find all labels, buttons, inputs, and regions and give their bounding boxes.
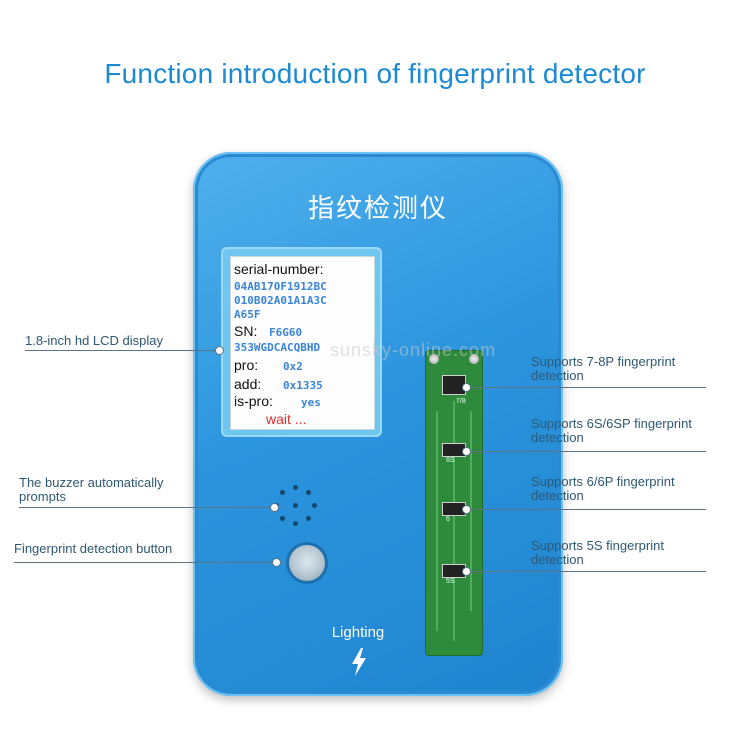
lcd-serial-line: 04AB170F1912BC <box>234 280 327 293</box>
lcd-sn-value: 353WGDCACQBHD <box>234 341 321 354</box>
lcd-sn-value: F6G60 <box>269 326 303 339</box>
lcd-sn-label: SN: <box>234 323 258 339</box>
callout-buzzer: The buzzer automatically prompts <box>19 475 164 504</box>
lighting-label: Lighting <box>331 624 385 641</box>
lcd-display: serial-number: 04AB170F1912BC 010B02A01A… <box>230 256 375 430</box>
callout-6s: Supports 6S/6SP fingerprint detection <box>531 416 692 445</box>
watermark: sunsky-online.com <box>330 340 497 360</box>
pcb-label: 6S <box>446 457 455 464</box>
callout-6: Supports 6/6P fingerprint detection <box>531 474 675 503</box>
lcd-add-value: 0x1335 <box>283 379 323 392</box>
fingerprint-button-icon[interactable] <box>289 545 325 581</box>
lcd-serial-label: serial-number: <box>234 261 324 277</box>
lcd-wait-text: wait ... <box>266 411 307 427</box>
lcd-ispro-label: is-pro: <box>234 393 273 409</box>
screw-icon <box>469 354 479 364</box>
callout-5s: Supports 5S fingerprint detection <box>531 538 664 567</box>
fingerprint-pcb-board: 7/8 6S 6 5S <box>426 351 482 655</box>
device-title: 指纹检测仪 <box>307 193 448 223</box>
lightning-bolt-icon <box>352 648 366 676</box>
fingerprint-detector-device: 指纹检测仪 serial-number: 04AB170F1912BC 010B… <box>193 152 563 696</box>
lcd-ispro-value: yes <box>301 396 321 409</box>
lcd-add-label: add: <box>234 376 262 392</box>
screw-icon <box>429 354 439 364</box>
callout-detection-button: Fingerprint detection button <box>14 541 173 556</box>
pcb-label: 7/8 <box>456 398 466 405</box>
lcd-pro-value: 0x2 <box>283 360 303 373</box>
lcd-bezel: serial-number: 04AB170F1912BC 010B02A01A… <box>221 247 382 437</box>
lcd-pro-label: pro: <box>234 357 259 373</box>
pcb-label: 5S <box>446 578 455 585</box>
pcb-label: 6 <box>446 516 450 523</box>
callout-7-8p: Supports 7-8P fingerprint detection <box>531 354 676 383</box>
callout-lcd-display: 1.8-inch hd LCD display <box>25 333 164 348</box>
page-title: Function introduction of fingerprint det… <box>104 58 646 89</box>
lcd-serial-line: A65F <box>234 308 261 321</box>
lcd-serial-line: 010B02A01A1A3C <box>234 294 327 307</box>
